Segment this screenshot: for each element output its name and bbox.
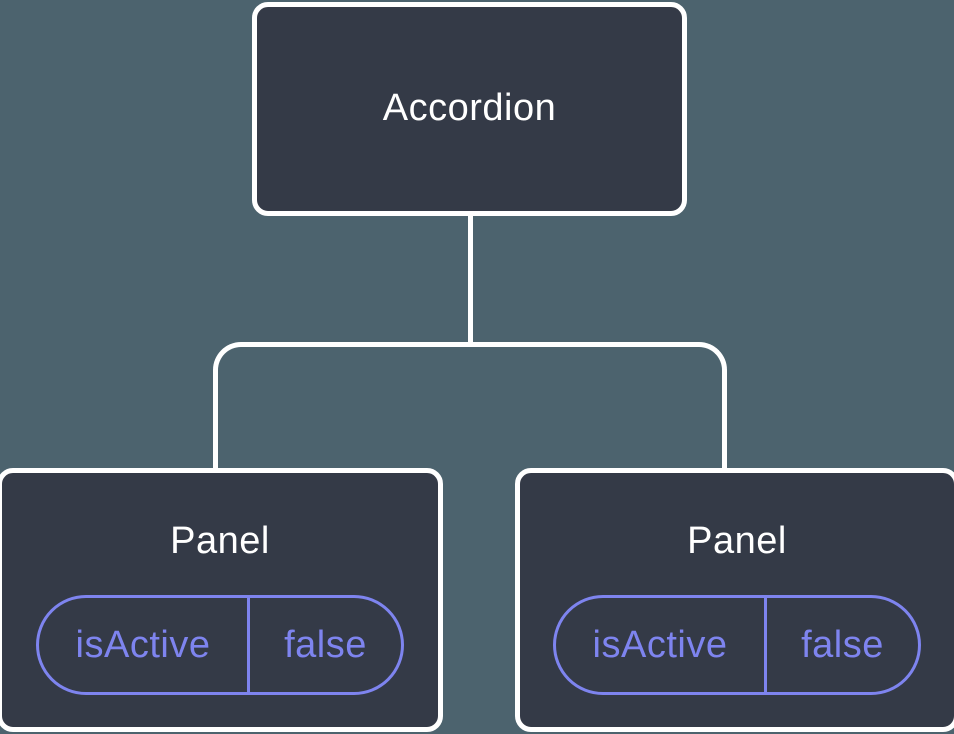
state-key: isActive [39,598,250,692]
state-value: false [801,623,884,666]
connector-branch [213,342,727,472]
panel-node-label: Panel [170,520,270,562]
state-pill: isActive false [553,595,921,695]
accordion-node-label: Accordion [382,87,557,130]
tree-node-panel-2: Panel isActive false [515,468,954,732]
tree-node-panel-1: Panel isActive false [0,468,443,732]
state-key: isActive [556,598,767,692]
state-pill: isActive false [36,595,404,695]
tree-node-accordion: Accordion [252,2,687,216]
panel-node-label: Panel [687,520,787,562]
connector-stem [468,212,473,347]
state-value: false [284,623,367,666]
